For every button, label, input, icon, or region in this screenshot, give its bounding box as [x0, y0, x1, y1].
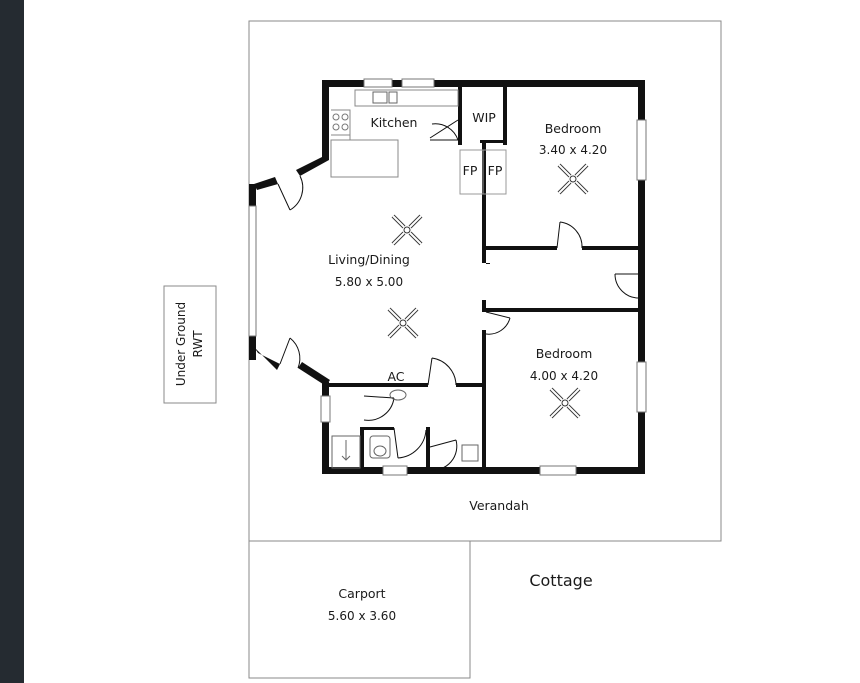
exterior-walls — [249, 80, 645, 474]
fireplace-label-left: FP — [463, 163, 478, 178]
shower-icon — [331, 435, 361, 469]
fireplace-label-right: FP — [488, 163, 503, 178]
stove-icon — [332, 113, 349, 131]
living-name: Living/Dining — [328, 252, 410, 267]
tank-label-line2: RWT — [191, 330, 205, 358]
bedroom1-name: Bedroom — [545, 121, 602, 136]
bedroom2-name: Bedroom — [536, 346, 593, 361]
ceiling-fan-icon — [557, 163, 589, 195]
window-icon — [248, 78, 647, 476]
kitchen-label: Kitchen — [371, 115, 418, 130]
ceiling-fan-icon — [391, 214, 423, 246]
ceiling-fan-icon — [387, 307, 419, 339]
carport-name: Carport — [338, 586, 385, 601]
fireplace-box — [459, 149, 507, 195]
toilet-icon — [369, 435, 391, 459]
left-edge-bar — [0, 0, 24, 683]
door-swing-icon — [277, 119, 641, 471]
rainwater-tank-label: Under Ground RWT — [174, 302, 205, 386]
rainwater-tank-box — [163, 285, 217, 404]
living-dims: 5.80 x 5.00 — [335, 275, 403, 289]
verandah-label: Verandah — [469, 498, 529, 513]
carport-dims: 5.60 x 3.60 — [328, 609, 396, 623]
ceiling-fan-icon — [549, 387, 581, 419]
wip-label: WIP — [472, 110, 496, 125]
interior-walls — [326, 87, 642, 471]
ac-label: AC — [387, 369, 404, 384]
carport-outline — [248, 540, 471, 679]
tank-label-line1: Under Ground — [174, 302, 188, 386]
bedroom2-dims: 4.00 x 4.20 — [530, 369, 598, 383]
plan-title: Cottage — [529, 571, 592, 590]
bedroom1-dims: 3.40 x 4.20 — [539, 143, 607, 157]
kitchen-bench — [330, 89, 459, 178]
sink-icon — [389, 389, 479, 462]
